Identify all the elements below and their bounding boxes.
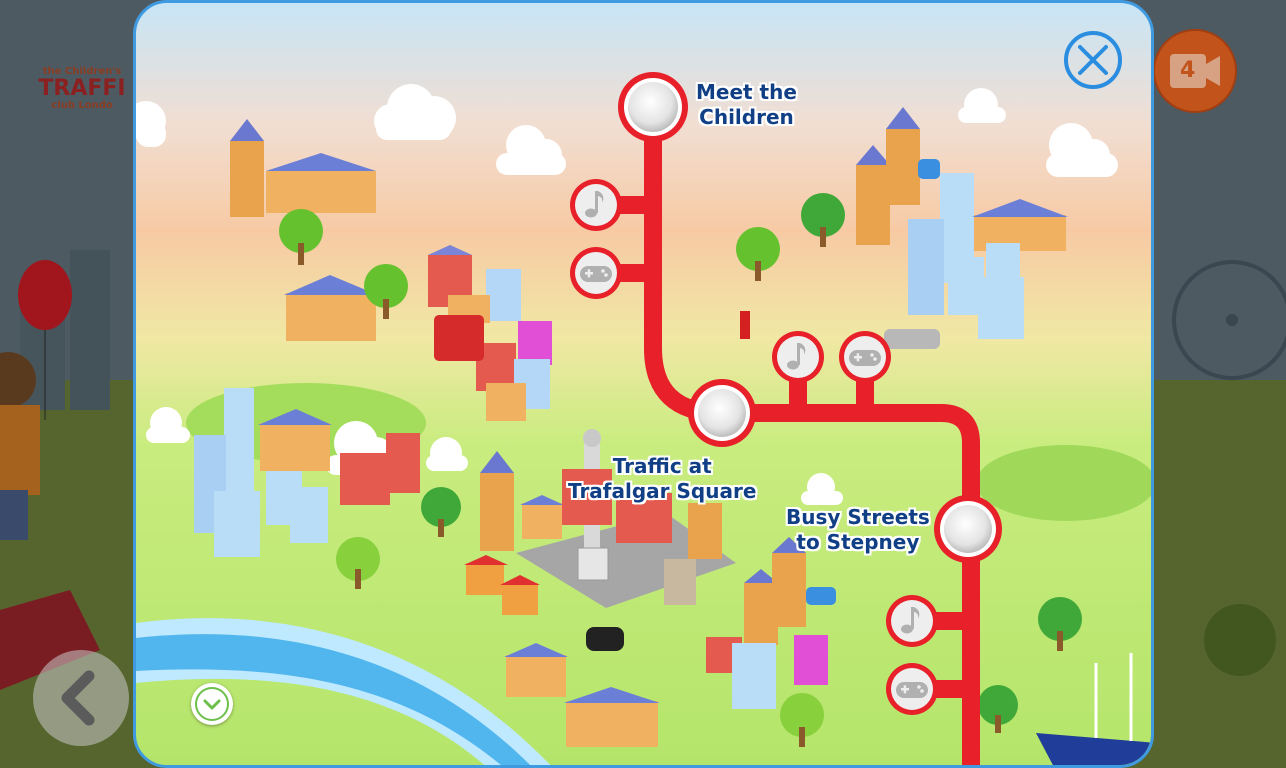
- car: [884, 329, 940, 349]
- stop-label-line: Trafalgar Square: [568, 479, 757, 503]
- ferris-wheel: [1172, 260, 1286, 380]
- music-note-icon: [585, 191, 604, 218]
- music-note-icon: [787, 343, 806, 370]
- chevron-down-icon: [195, 687, 229, 721]
- car: [918, 159, 940, 179]
- gamepad-icon: [896, 682, 928, 698]
- gamepad-icon: [849, 350, 881, 366]
- video-button-label: 4: [1180, 58, 1196, 83]
- post-box: [740, 311, 750, 339]
- journey-map-modal: Meet the Children Traffic at Trafalgar S…: [133, 0, 1154, 768]
- game-activity-button[interactable]: [884, 661, 940, 717]
- chevron-left-icon: [61, 670, 95, 726]
- stop-label-line: Children: [699, 105, 794, 129]
- buildings: [194, 107, 1068, 747]
- river: [136, 634, 530, 765]
- stop-label-busy-streets-to-stepney[interactable]: Busy Streets to Stepney: [786, 505, 930, 555]
- club-logo: the Children's TRAFFI club Londo: [30, 30, 134, 130]
- stop-label-trafalgar-square[interactable]: Traffic at Trafalgar Square: [568, 454, 756, 504]
- logo-line-1: the Children's: [42, 66, 122, 77]
- stop-label-meet-the-children[interactable]: Meet the Children: [696, 80, 797, 130]
- stop-traffic-at-trafalgar-square[interactable]: [684, 375, 760, 451]
- ship: [1036, 733, 1151, 765]
- map-scene: [136, 84, 1151, 765]
- logo-line-3: club Londo: [51, 100, 113, 111]
- hill: [976, 445, 1151, 521]
- stop-label-line: to Stepney: [796, 530, 920, 554]
- scroll-down-button[interactable]: [191, 683, 233, 725]
- music-activity-button[interactable]: [568, 177, 624, 233]
- close-button[interactable]: [1063, 30, 1123, 90]
- music-activity-button[interactable]: [770, 329, 826, 385]
- stop-meet-the-children[interactable]: [614, 68, 692, 146]
- music-activity-button[interactable]: [884, 593, 940, 649]
- music-note-icon: [901, 607, 920, 634]
- video-camera-icon: [1153, 29, 1237, 113]
- game-activity-button[interactable]: [837, 329, 893, 385]
- trees: [279, 193, 1082, 747]
- balloon: [18, 260, 72, 330]
- taxi: [586, 627, 624, 651]
- stop-label-line: Busy Streets: [786, 505, 930, 529]
- game-activity-button[interactable]: [568, 245, 624, 301]
- double-decker-bus: [434, 315, 484, 361]
- trafalgar-square-plaza: [516, 513, 736, 608]
- stop-busy-streets-to-stepney[interactable]: [930, 491, 1006, 567]
- stop-label-line: Meet the: [696, 80, 797, 104]
- picnic-blanket: [0, 590, 100, 690]
- car: [806, 587, 836, 605]
- close-x-icon: [1064, 31, 1122, 89]
- logo-line-2: TRAFFI: [38, 76, 126, 101]
- back-button[interactable]: [33, 650, 129, 746]
- child-figure: [0, 352, 36, 408]
- gamepad-icon: [580, 266, 612, 282]
- video-button[interactable]: 4: [1152, 28, 1238, 114]
- stop-label-line: Traffic at: [612, 454, 712, 478]
